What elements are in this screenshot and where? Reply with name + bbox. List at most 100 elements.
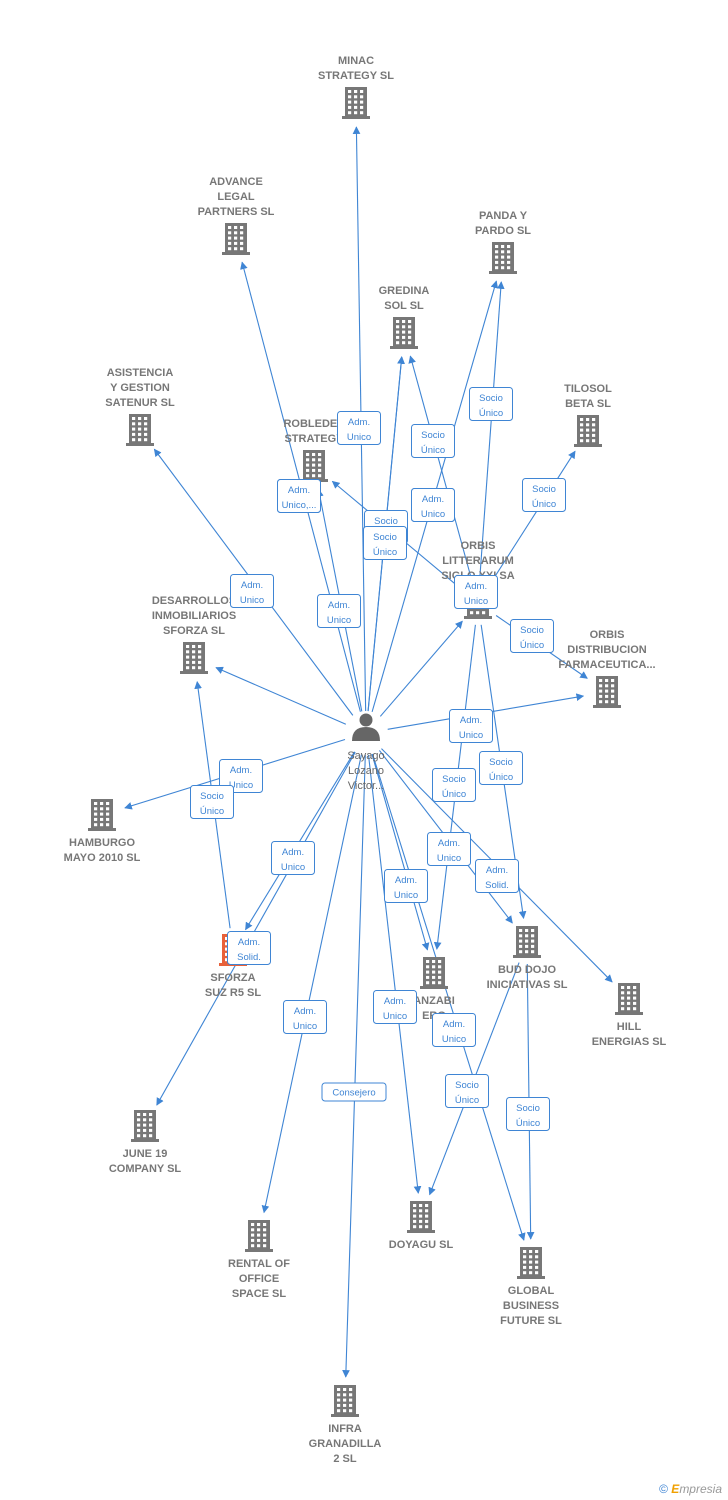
building-icon: [420, 957, 448, 989]
relation-label-center-minac[interactable]: Adm.Unico: [337, 411, 381, 445]
relation-edge-center-sforza: [245, 751, 355, 931]
company-name-line: HAMBURGO: [69, 837, 135, 849]
relation-label-center-hill[interactable]: Adm.Unico: [384, 869, 428, 903]
relation-text: Adm.: [422, 494, 444, 505]
company-name-line: DOYAGU SL: [389, 1239, 454, 1251]
copyright-symbol: ©: [659, 1482, 668, 1496]
person-name-line: Sayago: [347, 750, 384, 762]
brand-initial: E: [671, 1482, 680, 1496]
company-name-line: GREDINA: [379, 285, 430, 297]
relation-label-center-rental[interactable]: Adm.Unico: [283, 1000, 327, 1034]
relation-box: [411, 424, 455, 458]
relation-box: [506, 1097, 550, 1131]
relation-box: [449, 709, 493, 743]
company-name-line: ROBLEDES: [283, 418, 344, 430]
relation-text: Adm.: [288, 485, 310, 496]
building-icon: [574, 415, 602, 447]
company-name-line: OFFICE: [239, 1273, 279, 1285]
company-name-line: ENERGIAS SL: [592, 1036, 667, 1048]
relation-label-center-anzabi[interactable]: Adm.Unico: [427, 832, 471, 866]
building-icon: [131, 1110, 159, 1142]
person-name-line: Lozano: [348, 765, 384, 777]
company-node-orbis_dist[interactable]: ORBISDISTRIBUCIONFARMACEUTICA...: [558, 629, 656, 708]
relation-label-center-global[interactable]: Adm.Unico: [432, 1013, 476, 1047]
relation-box: [373, 990, 417, 1024]
relation-box: [469, 387, 513, 421]
company-name-line: SATENUR SL: [105, 397, 175, 409]
relation-label-center-orbis_dist[interactable]: Adm.Unico: [449, 709, 493, 743]
relation-box: [475, 859, 519, 893]
relation-text: Socio: [455, 1080, 479, 1091]
building-icon: [88, 799, 116, 831]
relation-text: Adm.: [460, 715, 482, 726]
company-name-line: SFORZA: [210, 972, 255, 984]
relation-edge-orbis_litt-tilosol: [489, 450, 576, 585]
company-name-line: MINAC: [338, 55, 374, 67]
relation-text: Unico: [327, 615, 351, 626]
person-node[interactable]: SayagoLozanoVictor...: [347, 713, 385, 793]
company-name-line: BUD DOJO: [498, 964, 557, 976]
relation-label-center-asistencia[interactable]: Adm.Unico: [230, 574, 274, 608]
company-name-line: DISTRIBUCION: [567, 644, 647, 656]
relation-label-center-infra[interactable]: Consejero: [321, 1082, 387, 1102]
footer-brand[interactable]: © Empresia: [659, 1482, 722, 1496]
relation-text: Adm.: [384, 996, 406, 1007]
relation-label-center-desarrollos[interactable]: Adm.Unico: [317, 594, 361, 628]
company-node-anzabi[interactable]: ANZABIERG: [413, 957, 455, 1022]
relation-label-center-orbis_litt[interactable]: Adm.Unico: [454, 575, 498, 609]
relation-text: Socio: [532, 484, 556, 495]
company-name-line: DESARROLLOS: [152, 595, 236, 607]
building-icon: [342, 87, 370, 119]
company-name-line: INICIATIVAS SL: [487, 979, 568, 991]
relation-text: Consejero: [332, 1088, 375, 1099]
company-node-hamburgo[interactable]: HAMBURGO MAYO 2010 SL: [64, 799, 141, 864]
company-name-line: FARMACEUTICA...: [558, 659, 655, 671]
relation-label-center-sforza[interactable]: Adm.Unico: [271, 841, 315, 875]
relation-edge-center-desarrollos: [215, 666, 347, 725]
person-icon: [352, 713, 380, 741]
company-node-bud[interactable]: BUD DOJO INICIATIVAS SL: [487, 926, 568, 991]
relation-label-center-robledes[interactable]: Adm.Unico,...: [277, 479, 321, 513]
building-icon: [222, 223, 250, 255]
relation-text: Único: [421, 445, 445, 456]
relation-label-center-bud[interactable]: Adm.Solid.: [475, 859, 519, 893]
relation-text: Adm.: [282, 847, 304, 858]
relation-text: Socio: [516, 1103, 540, 1114]
company-name-line: LEGAL: [217, 191, 255, 203]
relation-box: [479, 751, 523, 785]
relation-edge-center-orbis_litt: [379, 620, 463, 717]
relation-box: [432, 768, 476, 802]
relation-label-center-june[interactable]: Adm.Solid.: [227, 931, 271, 965]
company-name-line: MAYO 2010 SL: [64, 852, 141, 864]
company-name-line: LITTERARUM: [442, 555, 514, 567]
relation-label-center-hamburgo[interactable]: Adm.Unico: [219, 759, 263, 793]
relation-edge-center-june: [156, 751, 356, 1106]
relation-text: Solid.: [237, 952, 261, 963]
relation-label-center-doyagu[interactable]: Adm.Unico: [373, 990, 417, 1024]
relation-label-center-panda[interactable]: Adm.Unico: [411, 488, 455, 522]
company-node-doyagu[interactable]: DOYAGU SL: [389, 1201, 454, 1251]
